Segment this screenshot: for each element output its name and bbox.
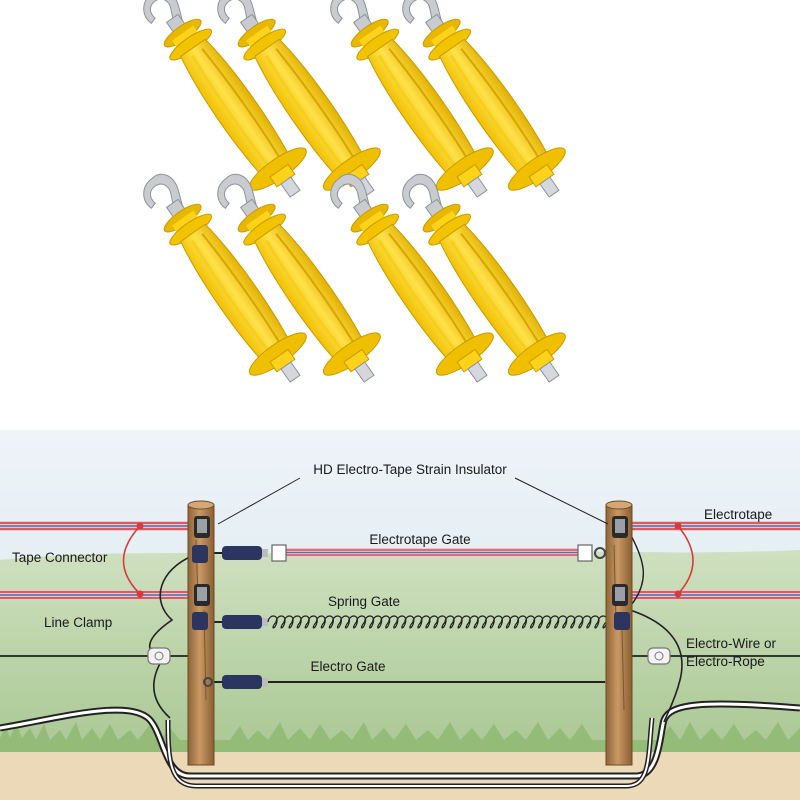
tape-connector-dot-left-bottom [136, 590, 144, 598]
jumper-wire-right [629, 609, 683, 723]
fence-post-right [605, 500, 633, 766]
strain-insulator-left-top [194, 516, 210, 538]
label-electrotape-gate: Electrotape Gate [369, 532, 470, 547]
product-handles-group [124, 0, 584, 400]
strain-insulator-right-top [612, 516, 628, 538]
electrotape-gate-buckle-right [577, 544, 593, 562]
electrotape-gate-buckle [271, 544, 287, 562]
underground-cable-inner [0, 702, 800, 778]
line-clamp-left [147, 647, 171, 665]
label-tape-connector: Tape Connector [12, 550, 108, 565]
fence-post-left [187, 500, 215, 766]
label-electro-wire: Electro-Wire or [686, 636, 777, 651]
tape-lines-left [0, 521, 190, 600]
electrotape-gate-handle [222, 546, 262, 560]
gate-anchor-left-3 [203, 677, 213, 687]
label-electrotape: Electrotape [704, 507, 772, 522]
tape-connector-loop-left [122, 525, 141, 595]
tape-connector-dot-right-bottom [674, 590, 682, 598]
tape-connector-loop-right [677, 525, 694, 595]
underground-cable-second-inner [167, 717, 653, 787]
jumper-wire-right-top [627, 529, 644, 605]
gate-anchor-left-1 [192, 545, 208, 563]
gate-anchor-left-2 [192, 612, 208, 630]
tape-connector-dot-right-top [674, 522, 682, 530]
jumper-wire-left [149, 555, 193, 719]
fence-diagram: HD Electro-Tape Strain Insulator Electro… [0, 430, 800, 800]
leader-strain-left [217, 477, 301, 525]
tape-connector-dot-left-top [136, 522, 144, 530]
label-electro-rope: Electro-Rope [686, 654, 765, 669]
spring-gate-coil [267, 615, 608, 629]
spring-gate-handle [222, 615, 262, 629]
label-electro-gate: Electro Gate [310, 659, 385, 674]
label-strain-insulator: HD Electro-Tape Strain Insulator [313, 462, 507, 477]
leader-strain-right [514, 477, 609, 525]
label-spring-gate: Spring Gate [328, 594, 400, 609]
tape-lines-right [630, 521, 800, 600]
strain-insulator-left-mid [194, 584, 210, 606]
label-line-clamp: Line Clamp [44, 615, 112, 630]
strain-insulator-right-mid [612, 584, 628, 606]
gate-anchor-right-2 [614, 612, 630, 630]
electro-gate-handle [222, 675, 262, 689]
electrotape-gate-ring [594, 547, 606, 559]
line-clamp-right [647, 647, 671, 665]
meadow [0, 550, 800, 760]
